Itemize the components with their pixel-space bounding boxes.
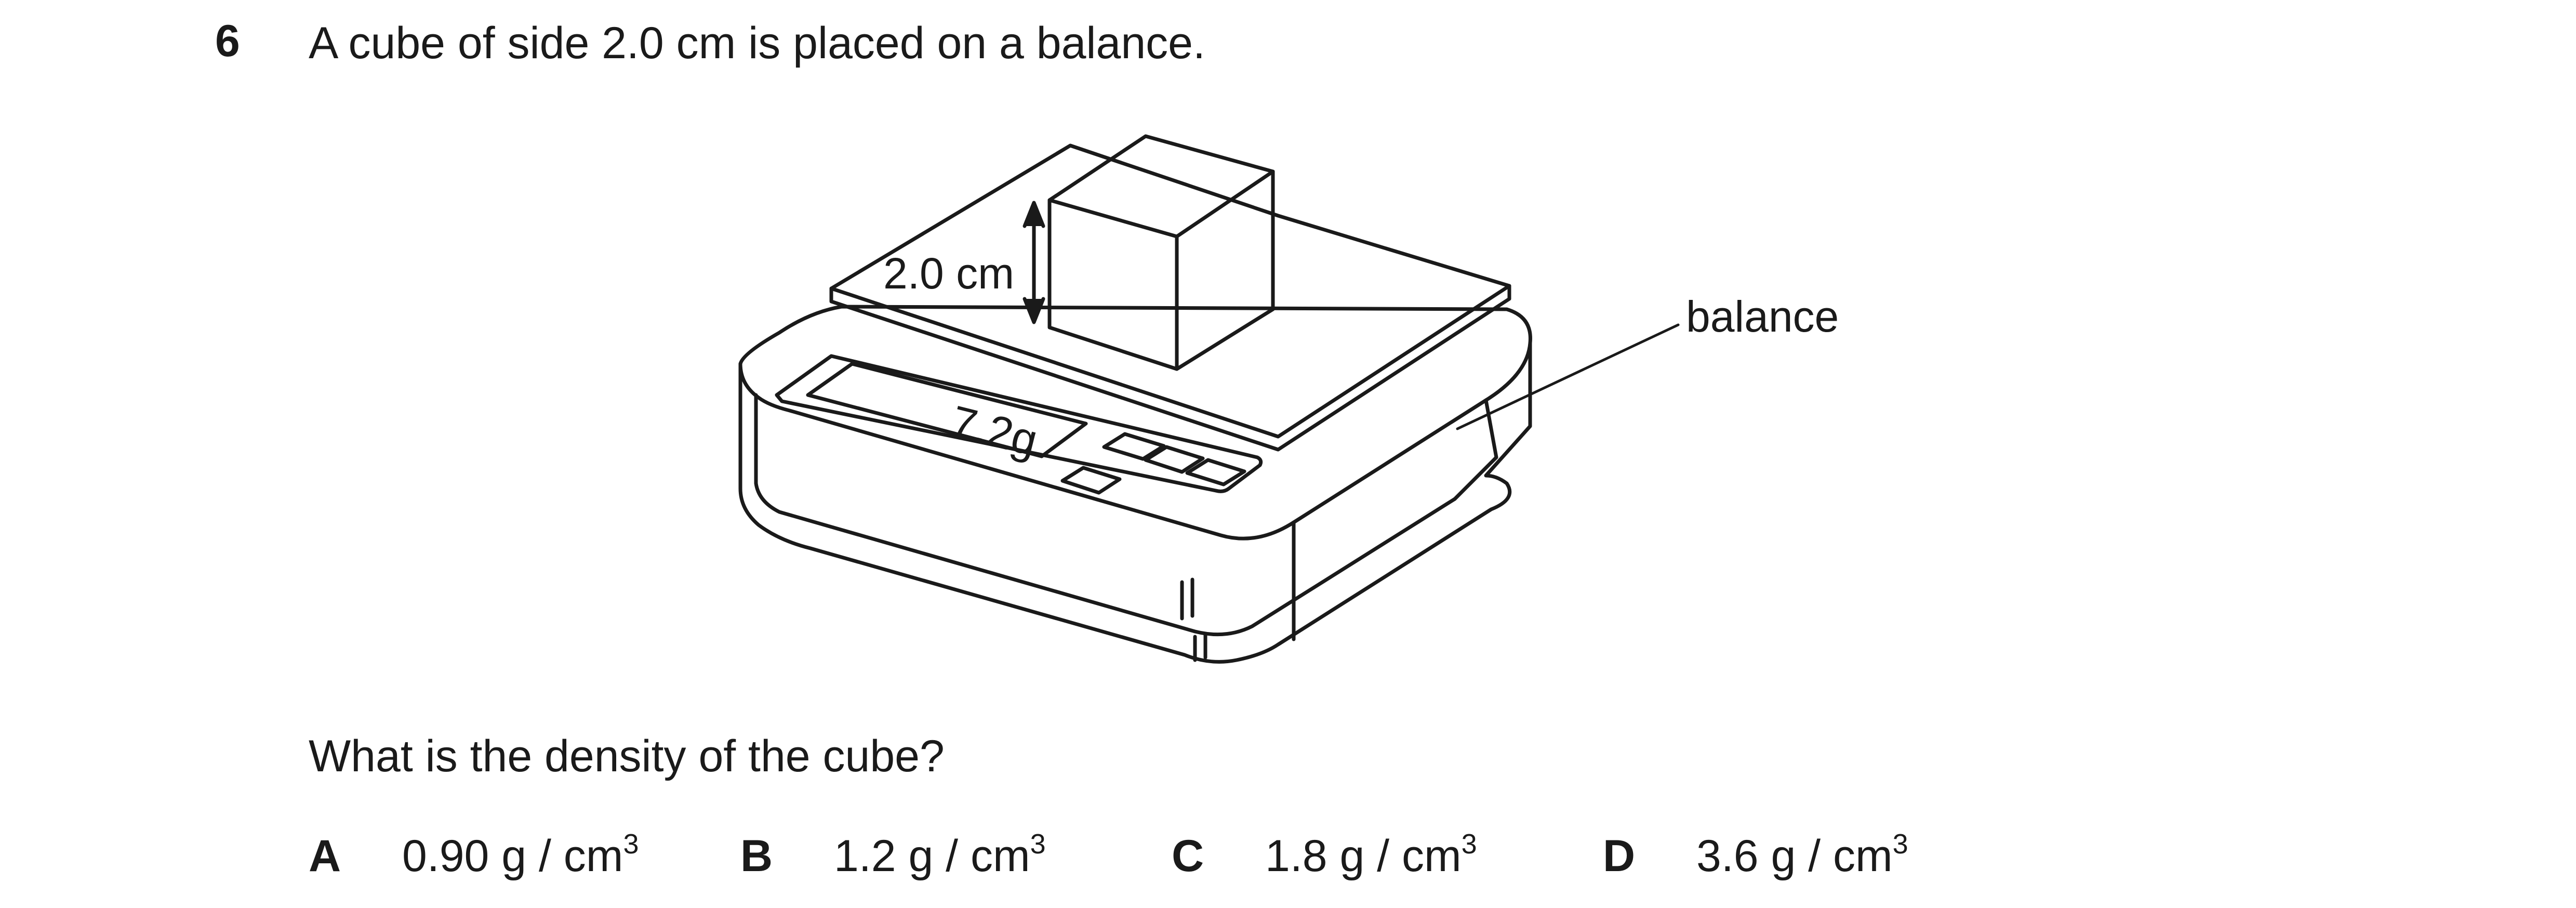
option-c-value: 1.8 g / cm	[1265, 831, 1462, 881]
question-prompt: What is the density of the cube?	[309, 731, 945, 781]
question-stem: A cube of side 2.0 cm is placed on a bal…	[309, 18, 1205, 68]
option-a-exponent: 3	[623, 828, 639, 860]
button-2	[1144, 445, 1205, 474]
option-b-value: 1.2 g / cm	[834, 831, 1030, 881]
weighing-pan-edge	[829, 284, 1511, 452]
foot-mark-1	[1180, 577, 1207, 662]
option-d-exponent: 3	[1892, 828, 1908, 860]
option-b-letter: B	[740, 831, 773, 881]
balance-inner-edge	[754, 393, 1457, 637]
option-b[interactable]: B 1.2 g / cm3	[740, 830, 1046, 881]
balance-body	[738, 305, 1532, 541]
cube	[1047, 134, 1275, 371]
balance-right-corner	[1453, 398, 1498, 501]
balance-base	[738, 341, 1532, 664]
lcd-screen	[806, 362, 1088, 458]
button-1	[1102, 432, 1166, 461]
display-panel	[775, 354, 1263, 493]
side-length-label: 2.0 cm	[883, 249, 1014, 298]
option-a-value: 0.90 g / cm	[402, 831, 623, 881]
option-d-letter: D	[1603, 831, 1636, 881]
option-c[interactable]: C 1.8 g / cm3	[1172, 830, 1477, 881]
weighing-pan	[829, 143, 1511, 439]
dimension-arrow-bottom	[1023, 297, 1045, 324]
button-4	[1060, 466, 1122, 495]
balance-leader-line	[1456, 323, 1680, 430]
option-b-exponent: 3	[1030, 828, 1046, 860]
option-d-value: 3.6 g / cm	[1696, 831, 1893, 881]
button-3	[1185, 458, 1246, 486]
display-reading: 7.2g	[946, 397, 1043, 466]
question-number: 6	[215, 16, 240, 66]
dimension-arrow-top	[1023, 201, 1045, 228]
option-c-exponent: 3	[1461, 828, 1477, 860]
option-a-letter: A	[309, 831, 341, 881]
option-c-letter: C	[1172, 831, 1204, 881]
balance-label: balance	[1686, 292, 1839, 341]
option-d[interactable]: D 3.6 g / cm3	[1603, 830, 1908, 881]
option-a[interactable]: A 0.90 g / cm3	[309, 830, 639, 881]
